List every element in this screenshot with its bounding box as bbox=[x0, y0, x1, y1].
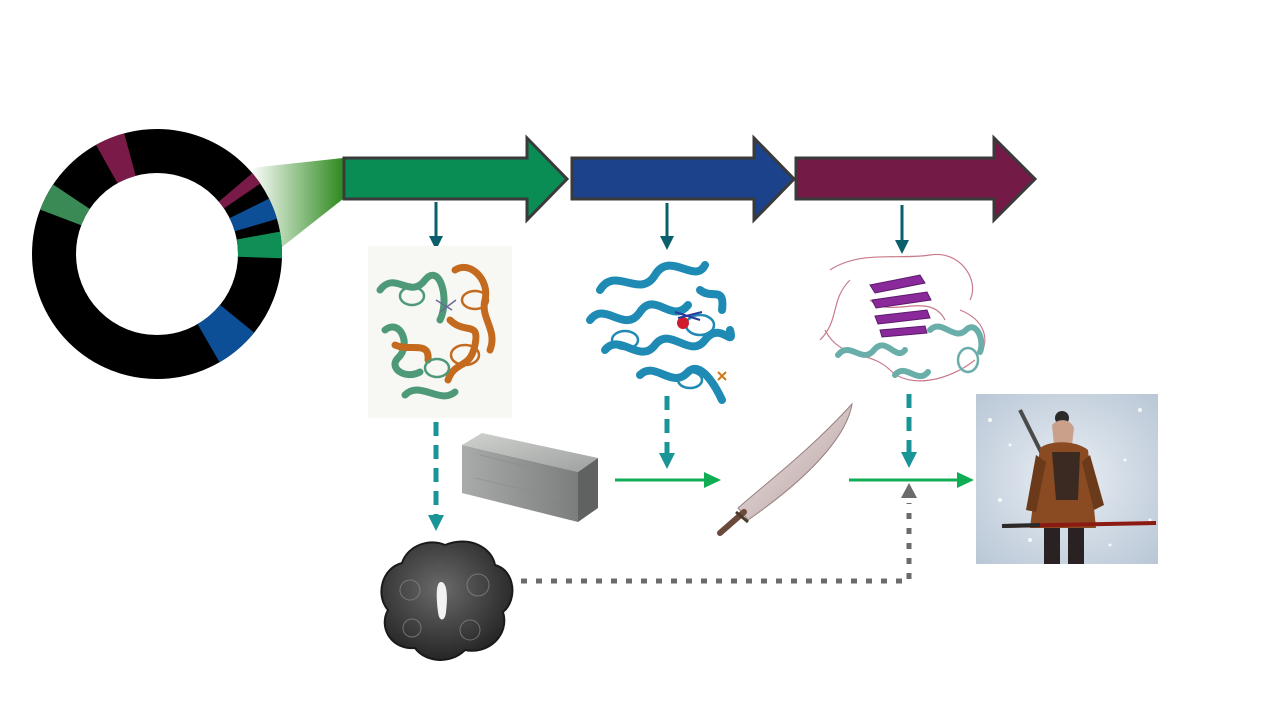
forge-arrows bbox=[615, 472, 974, 488]
expression-arrows bbox=[429, 202, 909, 254]
protein-structure-3-image bbox=[819, 253, 986, 382]
steel-ingot-image bbox=[462, 433, 598, 522]
forge-arrow-to-blade bbox=[615, 472, 721, 488]
plasmid-segment-green-right bbox=[32, 129, 282, 379]
dotted-connector bbox=[521, 483, 917, 584]
samurai-warrior-image bbox=[976, 394, 1158, 564]
forge-arrow-to-samurai bbox=[849, 472, 974, 488]
gene-arrow-blue bbox=[570, 134, 797, 224]
expression-arrow-2 bbox=[660, 203, 674, 250]
dashed-arrow-to-forge-2 bbox=[901, 394, 917, 468]
dashed-arrow-to-forge-1 bbox=[659, 396, 675, 469]
katana-blade-image bbox=[717, 402, 853, 536]
expression-arrow-3 bbox=[895, 205, 909, 254]
gene-arrow-maroon bbox=[794, 134, 1038, 224]
protein-structure-2-image bbox=[586, 261, 735, 404]
dashed-arrow-to-tsuba bbox=[428, 422, 444, 531]
expression-arrow-1 bbox=[429, 202, 443, 250]
dashed-arrows bbox=[428, 394, 917, 531]
tsuba-guard-image bbox=[380, 540, 514, 661]
plasmid-ring bbox=[32, 129, 282, 379]
gene-arrow-green bbox=[342, 134, 570, 224]
gene-arrows bbox=[342, 134, 1038, 224]
protein-structure-1-image bbox=[368, 246, 512, 418]
